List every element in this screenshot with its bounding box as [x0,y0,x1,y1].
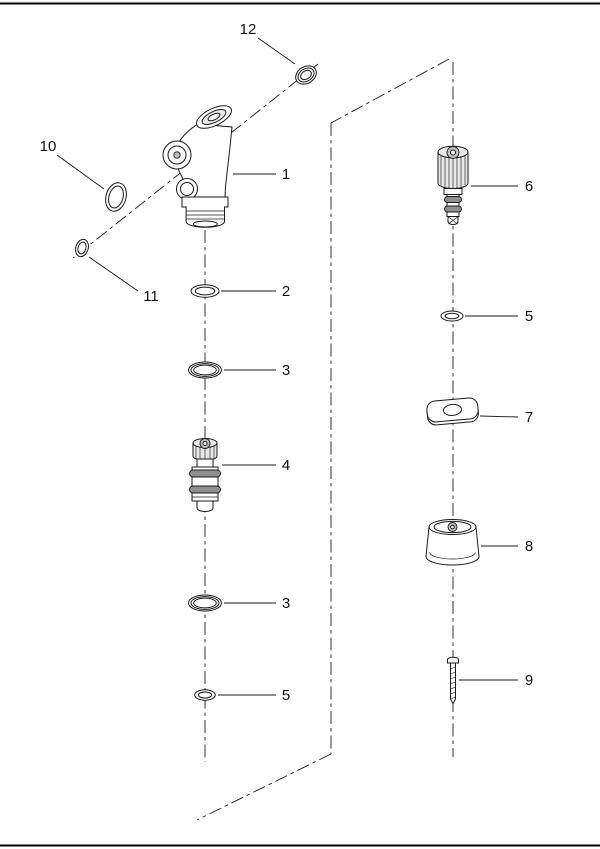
callout-5-left: 5 [282,687,290,704]
part-cap-8 [425,519,480,566]
part-o-ring-11 [75,238,89,258]
callout-5-right: 5 [525,308,533,325]
part-stem-cartridge-6 [437,145,469,226]
fold-line-top-diagonal [330,58,450,124]
callout-11: 11 [143,288,159,305]
callout-4: 4 [282,457,290,474]
callout-10: 10 [40,138,57,155]
part-washer-5-right [440,310,464,322]
callout-2: 2 [282,283,290,300]
part-o-ring-3-upper [188,361,222,379]
leader-line-10 [56,154,105,190]
part-screw-9 [447,656,459,705]
part-seal-ring-12 [295,65,317,85]
leader-line-12 [257,37,296,65]
callout-8: 8 [525,538,533,555]
callout-1: 1 [282,166,290,183]
part-o-ring-3-lower [188,594,222,612]
callout-12: 12 [240,21,257,38]
part-o-ring-10 [105,182,127,212]
part-o-ring-2 [190,284,220,298]
callout-9: 9 [525,672,533,689]
callout-7: 7 [525,409,533,426]
part-valve-body [162,105,233,228]
leader-line-7 [479,415,519,418]
part-retaining-plate-7 [426,397,479,426]
part-cartridge-4 [189,438,221,513]
fold-line-bottom-diagonal [196,753,332,821]
callout-3-lower: 3 [282,595,290,612]
leader-line-11 [88,256,139,292]
part-o-ring-5-left [194,689,216,701]
callout-6: 6 [525,178,533,195]
callout-3-upper: 3 [282,362,290,379]
